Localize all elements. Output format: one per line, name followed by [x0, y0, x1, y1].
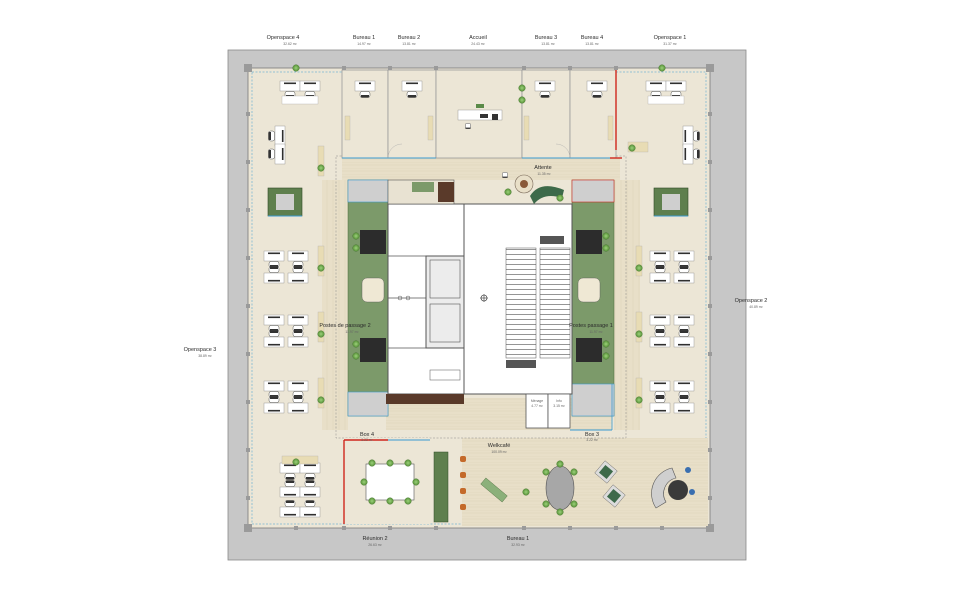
info-area: 3.15 m²	[553, 404, 565, 408]
welkcafe-bench	[480, 477, 508, 503]
bureau3-top-area: 13.81 m²	[541, 42, 555, 46]
bottom-left-desks	[279, 455, 321, 518]
openspace2-area: 40.89 m²	[749, 305, 763, 309]
corridor-parquet-right	[614, 180, 640, 430]
bureau3-top-label: Bureau 3	[535, 35, 557, 41]
postes-passage-2-area: 11.97 m²	[345, 330, 359, 334]
welkcafe-area: 100.09 m²	[491, 450, 507, 454]
facade-glazing	[251, 71, 707, 525]
reunion2-label: Réunion 2	[362, 536, 387, 542]
openspace3-area: 38.89 m²	[198, 354, 212, 358]
info-room	[547, 393, 571, 429]
facade-columns	[244, 64, 714, 532]
welkcafe-label: Welkcafé	[488, 443, 511, 449]
openspace2-label: Openspace 2	[735, 298, 768, 304]
lounge-sofa	[651, 467, 677, 509]
accueil-label: Accueil	[469, 35, 487, 41]
accueil-area: 24.43 m²	[471, 42, 485, 46]
menage-label: Ménage	[531, 399, 543, 403]
reunion2-table	[365, 463, 415, 501]
corridor-parquet-top	[342, 158, 620, 180]
postes-passage-1-label: Postes passage 1	[569, 323, 613, 329]
reunion2-area: 26.63 m²	[368, 543, 382, 547]
staircase	[505, 247, 537, 359]
openspace1-area: 31.37 m²	[663, 42, 677, 46]
attente-label: Attente	[534, 165, 551, 171]
box3-label: Box 3	[585, 432, 599, 438]
bureau4-top-area: 13.81 m²	[585, 42, 599, 46]
postes-passage-1-area: 11.97 m²	[589, 330, 603, 334]
info-label: Info	[556, 399, 562, 403]
openspace4-label: Openspace 4	[267, 35, 300, 41]
room-labels: Openspace 4 32.62 m² Bureau 1 14.97 m² B…	[184, 35, 768, 547]
bureau2-top-label: Bureau 2	[398, 35, 420, 41]
core-elevators	[425, 255, 465, 349]
bureau2-top-area: 13.81 m²	[402, 42, 416, 46]
attente-area: 11.35 m²	[537, 172, 551, 176]
welkcafe-oval-table	[545, 465, 575, 511]
corridor-parquet-left	[322, 180, 348, 430]
openspace1-label: Openspace 1	[654, 35, 687, 41]
box4-label: Box 4	[360, 432, 374, 438]
openspace3-label: Openspace 3	[184, 347, 217, 353]
welkcafe-bar	[433, 451, 449, 523]
box3-area: 3.22 m²	[586, 438, 598, 442]
kitchen-counter	[386, 394, 464, 404]
openspace3-desks	[263, 245, 325, 414]
bureau4-top-label: Bureau 4	[581, 35, 603, 41]
bureau1-top-area: 14.97 m²	[357, 42, 371, 46]
openspace4-area: 32.62 m²	[283, 42, 297, 46]
bureau1-bottom-area: 32.93 m²	[511, 543, 525, 547]
bureau1-top-label: Bureau 1	[353, 35, 375, 41]
bureau1-bottom-label: Bureau 1	[507, 536, 529, 542]
box4-area: 3.22 m²	[361, 438, 373, 442]
openspace2-desks	[635, 245, 695, 414]
postes-passage-2-label: Postes de passage 2	[319, 323, 370, 329]
menage-area: 4.77 m²	[531, 404, 543, 408]
